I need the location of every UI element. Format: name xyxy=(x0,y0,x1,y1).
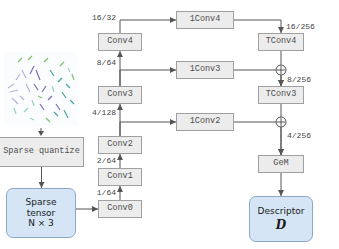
cloud-points xyxy=(8,70,30,104)
input-arrow xyxy=(41,128,42,131)
tconv-box: TConv3 xyxy=(258,86,304,104)
size-label: 2/64 xyxy=(97,156,116,166)
node-text: D xyxy=(276,218,286,232)
node-text: 1Conv4 xyxy=(190,15,221,25)
node-text: 1Conv3 xyxy=(190,65,221,75)
node-text: TConv3 xyxy=(266,90,297,100)
sum-circle xyxy=(276,65,286,75)
size-label: 4/128 xyxy=(92,108,116,118)
cloud-points xyxy=(50,70,74,118)
flow-arrow xyxy=(120,186,121,200)
cloud-ground xyxy=(4,52,78,126)
node-text: TConv4 xyxy=(266,37,297,47)
node-text: Descriptor xyxy=(258,206,305,216)
size-label: 4/256 xyxy=(287,131,311,141)
flow-arrow xyxy=(234,20,281,33)
node-text: Sparse quantize xyxy=(3,147,80,157)
flow-arrow xyxy=(120,122,176,136)
cloud-points xyxy=(14,68,70,120)
node-text: GeM xyxy=(273,159,288,169)
flow-arrow xyxy=(120,154,121,168)
size-label: 1/64 xyxy=(97,188,116,198)
node-text: Conv0 xyxy=(107,204,133,214)
node-text: Conv2 xyxy=(107,140,133,150)
conv-box: 1Conv2 xyxy=(176,113,234,131)
node-text: Sparse tensor N × 3 xyxy=(24,197,58,228)
node-text: Conv4 xyxy=(107,37,133,47)
node-text: Conv1 xyxy=(107,172,133,182)
size-label: 16/32 xyxy=(92,13,116,23)
input-arrowhead xyxy=(38,131,44,136)
data-box: Sparse tensor N × 3 xyxy=(6,188,76,238)
flow-arrow xyxy=(41,167,42,188)
flow-arrow xyxy=(76,209,98,210)
flow-arrow xyxy=(120,20,176,33)
sum-circle xyxy=(276,117,286,127)
flow-arrow xyxy=(281,173,282,196)
tconv-box: TConv4 xyxy=(258,33,304,51)
output-box: DescriptorD xyxy=(249,196,313,242)
cloud-points xyxy=(18,56,74,122)
conv-box: Conv2 xyxy=(98,136,142,154)
node-text: 1Conv2 xyxy=(190,117,221,127)
node-text: Conv3 xyxy=(107,90,133,100)
sum-plus xyxy=(277,66,285,74)
flow-arrow xyxy=(234,70,281,86)
sum-symbol xyxy=(276,117,286,127)
flow-arrow xyxy=(120,70,176,86)
conv-box: 1Conv3 xyxy=(176,61,234,79)
conv-box: Conv0 xyxy=(98,200,142,218)
size-label: 16/256 xyxy=(286,22,315,32)
pool-box: GeM xyxy=(258,155,304,173)
process-box: Sparse quantize xyxy=(0,137,84,167)
cloud-points xyxy=(30,66,60,110)
size-label: 8/64 xyxy=(97,58,116,68)
conv-box: Conv1 xyxy=(98,168,142,186)
conv-box: Conv4 xyxy=(98,33,142,51)
conv-box: Conv3 xyxy=(98,86,142,104)
sum-symbol xyxy=(276,65,286,75)
conv-box: 1Conv4 xyxy=(176,11,234,29)
flow-arrow xyxy=(234,122,281,155)
sum-plus xyxy=(277,118,285,126)
size-label: 8/256 xyxy=(287,75,311,85)
